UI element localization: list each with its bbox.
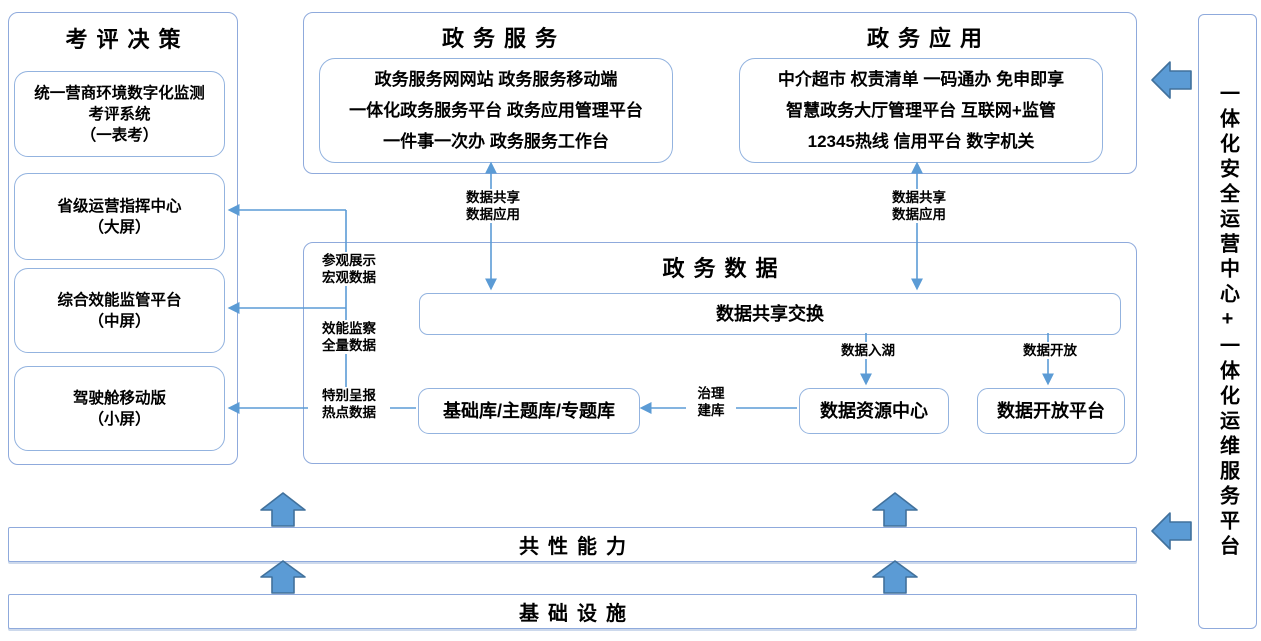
- special-report-label: 特别呈报 热点数据: [308, 387, 390, 421]
- cockpit-mobile-line2: （小屏）: [88, 410, 151, 428]
- efficiency-platform-line2: （中屏）: [88, 312, 151, 330]
- gov-data-title: 政务数据: [662, 256, 787, 281]
- gov-application-line1: 中介超市 权责清单 一码通办 免申即享: [777, 70, 1065, 89]
- efficiency-platform-line1: 综合效能监管平台: [57, 291, 182, 309]
- gov-service-box: 政务服务网网站 政务服务移动端 一体化政务服务平台 政务应用管理平台 一件事一次…: [319, 58, 673, 163]
- data-open-label: 数据开放: [1008, 342, 1092, 359]
- command-center-line2: （大屏）: [88, 218, 151, 236]
- efficiency-data-label: 效能监察 全量数据: [308, 320, 390, 354]
- ops-security-bar: 一体化安全运营中心+一体化运维服务平台: [1198, 14, 1257, 629]
- evaluation-panel: 考评决策 统一营商环境数字化监测 考评系统 （一表考） 省级运营指挥中心 （大屏…: [8, 12, 238, 465]
- data-resource-center-box: 数据资源中心: [799, 388, 949, 434]
- efficiency-platform-box: 综合效能监管平台 （中屏）: [14, 268, 225, 353]
- service-application-panel: 政务服务 政务应用 政务服务网网站 政务服务移动端 一体化政务服务平台 政务应用…: [303, 12, 1137, 174]
- common-capability-bar: 共性能力: [8, 527, 1137, 562]
- gov-application-box: 中介超市 权责清单 一码通办 免申即享 智慧政务大厅管理平台 互联网+监管 12…: [739, 58, 1103, 163]
- governance-label: 治理 建库: [686, 385, 736, 419]
- data-open-platform-label: 数据开放平台: [997, 401, 1105, 421]
- gov-data-panel: 政务数据 数据共享交换 基础库/主题库/专题库 数据资源中心 数据开放平台: [303, 242, 1137, 464]
- infrastructure-bar: 基础设施: [8, 594, 1137, 629]
- gov-service-line2: 一体化政务服务平台 政务应用管理平台: [349, 101, 643, 120]
- base-db-label: 基础库/主题库/专题库: [442, 401, 615, 421]
- up-arrow-left-1: [260, 492, 306, 527]
- monitoring-system-line1: 统一营商环境数字化监测: [34, 84, 205, 102]
- data-resource-center-label: 数据资源中心: [820, 401, 928, 421]
- data-open-platform-box: 数据开放平台: [977, 388, 1125, 434]
- up-arrow-right-1: [872, 492, 918, 527]
- gov-application-title: 政务应用: [866, 26, 991, 51]
- data-lake-label: 数据入湖: [826, 342, 910, 359]
- gov-service-title: 政务服务: [441, 26, 566, 51]
- gov-service-line1: 政务服务网网站 政务服务移动端: [374, 70, 618, 89]
- left-arrow-bottom: [1151, 512, 1192, 550]
- up-arrow-left-2: [260, 560, 306, 594]
- data-exchange-box: 数据共享交换: [419, 293, 1121, 335]
- gov-service-line3: 一件事一次办 政务服务工作台: [383, 132, 609, 151]
- monitoring-system-box: 统一营商环境数字化监测 考评系统 （一表考）: [14, 71, 225, 157]
- base-db-box: 基础库/主题库/专题库: [418, 388, 640, 434]
- gov-application-line2: 智慧政务大厅管理平台 互联网+监管: [786, 101, 1056, 120]
- data-exchange-label: 数据共享交换: [716, 304, 824, 324]
- evaluation-panel-title: 考评决策: [65, 27, 190, 52]
- monitoring-system-line2: 考评系统: [88, 105, 151, 123]
- share-label-right: 数据共享 数据应用: [879, 189, 959, 223]
- left-arrow-top: [1151, 61, 1192, 99]
- ops-security-label: 一体化安全运营中心+一体化运维服务平台: [1216, 83, 1239, 560]
- command-center-line1: 省级运营指挥中心: [57, 197, 182, 215]
- share-label-left: 数据共享 数据应用: [453, 189, 533, 223]
- up-arrow-right-2: [872, 560, 918, 594]
- monitoring-system-line3: （一表考）: [80, 126, 159, 144]
- command-center-box: 省级运营指挥中心 （大屏）: [14, 173, 225, 260]
- gov-application-line3: 12345热线 信用平台 数字机关: [807, 132, 1035, 151]
- common-capability-label: 共性能力: [519, 536, 635, 558]
- cockpit-mobile-box: 驾驶舱移动版 （小屏）: [14, 366, 225, 451]
- infrastructure-label: 基础设施: [519, 603, 635, 625]
- view-display-label: 参观展示 宏观数据: [308, 252, 390, 286]
- cockpit-mobile-line1: 驾驶舱移动版: [72, 389, 166, 407]
